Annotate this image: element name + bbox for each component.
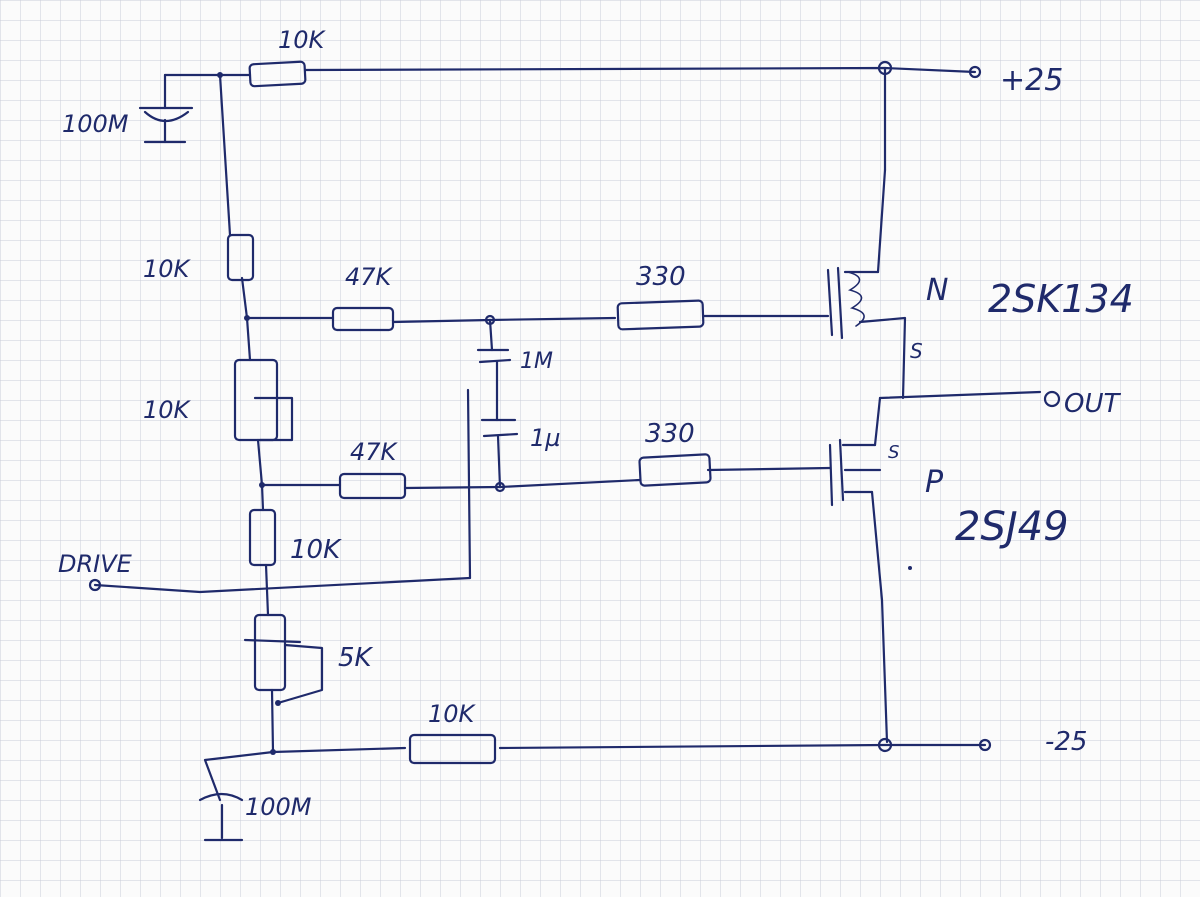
terminal-plus — [968, 65, 982, 79]
label-drive: DRIVE — [58, 550, 133, 578]
cap-1m-plate-b — [478, 358, 512, 364]
label-r-left-2: 10K — [143, 396, 192, 424]
label-cap-1m: 1M — [520, 349, 553, 374]
resistor-left-2-bypass — [253, 396, 294, 442]
resistors — [226, 60, 712, 765]
resistor-left-2 — [233, 358, 279, 442]
resistor-bottom — [408, 733, 497, 765]
label-r-330-n: 330 — [636, 262, 686, 292]
resistor-47k-n — [331, 306, 395, 332]
label-r-330-p: 330 — [645, 419, 695, 449]
capacitors — [138, 106, 519, 842]
resistor-left-1 — [226, 233, 255, 282]
resistor-47k-p — [338, 472, 407, 500]
label-trim: 5K — [338, 643, 374, 673]
label-source-p: S — [888, 442, 899, 463]
terminal-out — [1043, 390, 1061, 408]
junctions — [88, 60, 1061, 755]
label-plus-rail: +25 — [1000, 63, 1063, 98]
label-r-left-1: 10K — [143, 255, 192, 283]
label-out: OUT — [1064, 389, 1121, 419]
label-pmos-type: P — [925, 465, 944, 500]
label-cap-bottom: 100M — [245, 793, 312, 821]
resistor-330-n — [616, 299, 705, 331]
label-r-top: 10K — [278, 26, 327, 54]
mosfet-p — [828, 438, 882, 507]
terminal-minus — [978, 738, 992, 752]
trimmer-5k — [253, 613, 287, 692]
junction-bottom-right — [877, 737, 893, 753]
resistor-left-3 — [248, 508, 277, 567]
label-cap-top: 100M — [62, 110, 129, 138]
label-pmos-part: 2SJ49 — [955, 504, 1069, 550]
cap-1u-plate-b — [482, 432, 519, 438]
label-r-47k-n: 47K — [345, 263, 394, 291]
label-r-left-3: 10K — [290, 535, 342, 565]
labels: 10K 100M +25 10K 47K 330 N 2SK134 1M S 1… — [58, 26, 1134, 821]
mosfet-n — [826, 266, 880, 340]
label-nmos-part: 2SK134 — [988, 277, 1134, 321]
terminal-drive — [88, 578, 102, 592]
wires — [93, 66, 1042, 802]
label-cap-1u: 1µ — [530, 424, 561, 452]
junction-top-right — [877, 60, 893, 76]
label-nmos-type: N — [926, 273, 948, 308]
label-r-47k-p: 47K — [350, 438, 399, 466]
trimmer-arrow — [243, 638, 302, 644]
label-r-bottom: 10K — [428, 700, 477, 728]
resistor-top — [248, 60, 307, 88]
label-minus-rail: -25 — [1045, 727, 1087, 757]
label-source-n: S — [910, 339, 923, 363]
resistor-330-p — [638, 453, 712, 487]
cap-bottom-curve — [198, 792, 244, 802]
